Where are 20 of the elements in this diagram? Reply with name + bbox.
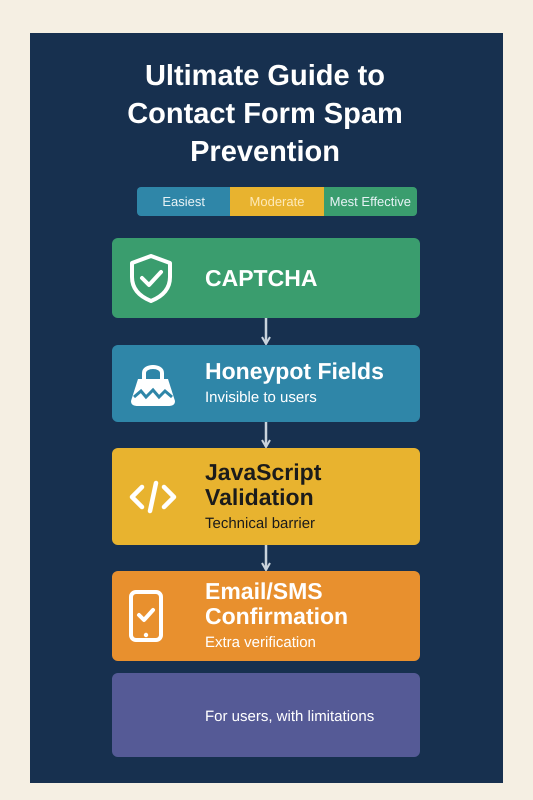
arrow — [261, 318, 271, 345]
step-card — [112, 448, 420, 545]
step-description: Invisible to users — [205, 388, 318, 408]
title: Ultimate Guide to Contact Form Spam Prevention — [126, 59, 404, 170]
legend-label: Mest Effective — [330, 192, 412, 211]
step-title: CAPTCHA — [205, 266, 318, 290]
arrow — [261, 422, 271, 448]
step-description: Extra verification — [205, 633, 317, 653]
arrow — [261, 545, 271, 571]
step-title: Honeypot Fields — [205, 359, 385, 384]
step-card — [112, 571, 420, 661]
legend-label: Easiest — [162, 192, 205, 211]
step-card — [112, 238, 420, 318]
legend-label: Moderate — [250, 192, 304, 211]
step-card — [112, 673, 420, 757]
step-description: Technical barrier — [205, 514, 316, 534]
step-title: Email/SMS Confirmation — [205, 579, 350, 629]
step-description: For users, with limitations — [205, 707, 376, 727]
step-title: JavaScript Validation — [205, 460, 322, 510]
step-card — [112, 345, 420, 422]
